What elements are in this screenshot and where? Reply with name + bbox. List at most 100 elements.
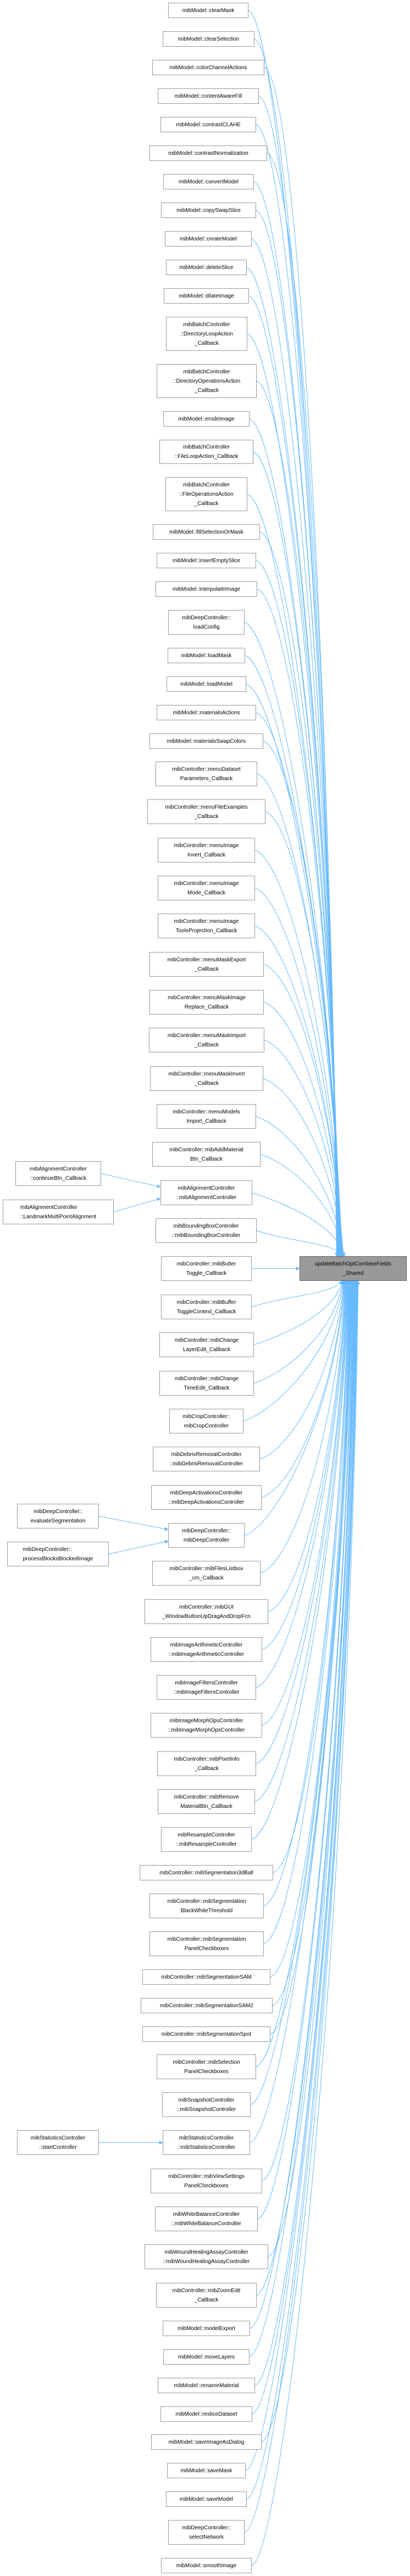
caller-node-mibbatchcontroller-directoryloopaction-callback[interactable]: mibBatchController ::DirectoryLoopAction… xyxy=(166,317,247,351)
caller-node-mibmodel-materialsactions[interactable]: mibModel::materialsActions xyxy=(157,705,256,720)
caller-node-mibboundingboxcontroller-mibboundingboxcontroller[interactable]: mibBoundingBoxController ::mibBoundingBo… xyxy=(156,1218,257,1243)
caller-node-mibmodel-saveimageasdialog[interactable]: mibModel::saveImageAsDialog xyxy=(151,2434,262,2450)
node-label: mibController::menuMaskExport _Callback xyxy=(167,956,246,972)
caller-node-mibstatisticscontroller-startcontroller[interactable]: mibStatisticsController ::startControlle… xyxy=(17,2130,99,2155)
caller-node-mibmodel-renamematerial[interactable]: mibModel::renameMaterial xyxy=(158,2378,255,2393)
caller-node-mibcontroller-menudataset-parameters-callback[interactable]: mibController::menuDataset Parameters_Ca… xyxy=(156,761,257,786)
caller-node-mibcontroller-menumodels-import-callback[interactable]: mibController::menuModels Import_Callbac… xyxy=(157,1104,256,1129)
caller-node-mibmodel-materialsswapcolors[interactable]: mibModel::materialsSwapColors xyxy=(149,733,263,749)
caller-node-mibdeepactivationscontroller-mibdeepactivationscontroller[interactable]: mibDeepActivationsController ::mibDeepAc… xyxy=(151,1485,262,1510)
node-label: mibModel::fillSelectionOrMask xyxy=(169,529,243,535)
caller-node-mibbatchcontroller-directoryoperationsaction-callback[interactable]: mibBatchController ::DirectoryOperations… xyxy=(157,364,257,398)
caller-node-mibmodel-loadmask[interactable]: mibModel::loadMask xyxy=(168,648,245,663)
edge-n74-to-target xyxy=(244,1280,360,2533)
edge-n52-to-target xyxy=(254,1280,350,1802)
caller-node-mibmodel-dilateimage[interactable]: mibModel::dilateImage xyxy=(164,288,249,304)
caller-node-mibcontroller-mibviewsettings-panelcheckboxes[interactable]: mibController::mibViewSettings PanelChec… xyxy=(151,2169,262,2193)
caller-node-mibmodel-interpolateimage[interactable]: mibModel::interpolateImage xyxy=(156,581,257,597)
caller-node-mibmodel-fillselectionormask[interactable]: mibModel::fillSelectionOrMask xyxy=(153,524,260,540)
caller-node-mibmodel-createmodel[interactable]: mibModel::createModel xyxy=(165,231,252,247)
node-label: mibController::menuImage Invert_Callback xyxy=(174,842,239,858)
caller-node-mibmodel-clearmask[interactable]: mibModel::clearMask xyxy=(168,3,248,18)
caller-node-mibcontroller-mibsegmentation-blackwhitethreshold[interactable]: mibController::mibSegmentation BlackWhit… xyxy=(149,1894,264,1918)
caller-node-mibimagefilterscontroller-mibimagefilterscontroller[interactable]: mibImageFiltersController ::mibImageFilt… xyxy=(157,1675,256,1700)
caller-node-mibcontroller-mibaddmaterial-btn-callback[interactable]: mibController::mibAddMaterial Btn_Callba… xyxy=(152,1142,261,1167)
caller-node-mibcontroller-mibsegmentationsam2[interactable]: mibController::mibSegmentationSAM2 xyxy=(141,1998,273,2013)
caller-node-mibalignmentcontroller-continuebtn-callback[interactable]: mibAlignmentController ::continueBtn_Cal… xyxy=(15,1161,101,1186)
caller-node-mibcontroller-mibgui-windowbuttonupdraganddropfcn[interactable]: mibController::mibGUI _WindowButtonUpDra… xyxy=(145,1599,268,1624)
node-label: mibController::mibSegmentationSAM2 xyxy=(159,2002,254,2009)
caller-node-mibcontroller-mibselection-panelcheckboxes[interactable]: mibController::mibSelection PanelCheckbo… xyxy=(157,2054,256,2079)
caller-node-mibwhitebalancecontroller-mibwhitebalancecontroller[interactable]: mibWhiteBalanceController ::mibWhiteBala… xyxy=(155,2207,258,2231)
caller-node-mibcontroller-mibfileslistbox-cm-callback[interactable]: mibController::mibFilesListbox _cm_Callb… xyxy=(152,1561,261,1586)
caller-node-mibcontroller-mibsegmentation-panelcheckboxes[interactable]: mibController::mibSegmentation PanelChec… xyxy=(149,1931,264,1956)
caller-node-mibmodel-modelexport[interactable]: mibModel::modelExport xyxy=(163,2321,250,2336)
node-label: mibController::mibFilesListbox _cm_Callb… xyxy=(169,1565,243,1581)
caller-node-mibmodel-contrastclahe[interactable]: mibModel::contrastCLAHE xyxy=(160,117,256,132)
node-label: mibStatisticsController ::mibStatisticsC… xyxy=(177,2135,236,2151)
caller-node-mibresamplecontroller-mibresamplecontroller[interactable]: mibResampleController ::mibResampleContr… xyxy=(161,1827,252,1852)
caller-node-mibmodel-deleteslice[interactable]: mibModel::deleteSlice xyxy=(166,260,247,275)
caller-node-mibsnapshotcontroller-mibsnapshotcontroller[interactable]: mibSnapshotController ::mibSnapshotContr… xyxy=(162,2092,251,2117)
caller-node-mibalignmentcontroller-mibalignmentcontroller[interactable]: mibAlignmentController ::mibAlignmentCon… xyxy=(160,1180,252,1205)
node-label: mibWoundHealingAssayController ::mibWoun… xyxy=(163,2249,250,2265)
caller-node-mibmodel-savemask[interactable]: mibModel::saveMask xyxy=(167,2463,246,2478)
caller-node-mibcontroller-menumaskexport-callback[interactable]: mibController::menuMaskExport _Callback xyxy=(149,952,264,977)
caller-node-mibcontroller-mibremove-materialbtn-callback[interactable]: mibController::mibRemove MaterialBtn_Cal… xyxy=(158,1789,255,1814)
caller-node-mibcontroller-mibchange-timeedit-callback[interactable]: mibController::mibChange TimeEdit_Callba… xyxy=(159,1371,254,1396)
caller-node-mibmodel-savemodel[interactable]: mibModel::saveModel xyxy=(166,2491,247,2507)
caller-node-mibcontroller-menumaskimport-callback[interactable]: mibController::menuMaskImport _Callback xyxy=(149,1028,264,1052)
caller-node-mibcontroller-menuimage-invert-callback[interactable]: mibController::menuImage Invert_Callback xyxy=(158,838,255,863)
caller-node-mibcontroller-menumaskinvert-callback[interactable]: mibController::menuMaskInvert _Callback xyxy=(150,1066,263,1091)
caller-node-mibimagearithmeticcontroller-mibimagearithmeticcontroller[interactable]: mibImageArithmeticController ::mibImageA… xyxy=(151,1637,262,1662)
caller-node-mibdeepcontroller-processblocksblockedimage[interactable]: mibDeepController:: processBlocksBlocked… xyxy=(7,1542,109,1566)
caller-node-mibdeepcontroller-evaluatesegmentation[interactable]: mibDeepController:: evaluateSegmentation xyxy=(17,1504,99,1528)
node-label: mibDebrisRemovalController ::mibDebrisRe… xyxy=(169,1451,243,1467)
caller-node-mibwoundhealingassaycontroller-mibwoundhealingassaycontroller[interactable]: mibWoundHealingAssayController ::mibWoun… xyxy=(145,2244,268,2269)
caller-node-mibcontroller-menuimage-toolsprojection-callback[interactable]: mibController::menuImage ToolsProjection… xyxy=(158,914,255,938)
caller-node-mibmodel-convertmodel[interactable]: mibModel::convertModel xyxy=(163,174,254,189)
caller-node-mibmodel-colorchannelactions[interactable]: mibModel::colorChannelActions xyxy=(152,60,264,75)
caller-node-mibmodel-smoothimage[interactable]: mibModel::smoothImage xyxy=(161,2558,252,2573)
caller-node-mibimagemorphopscontroller-mibimagemorphopscontroller[interactable]: mibImageMorphOpsController ::mibImageMor… xyxy=(151,1713,262,1738)
caller-node-mibmodel-contentawarefill[interactable]: mibModel::contentAwareFill xyxy=(158,88,259,104)
caller-node-mibmodel-loadmodel[interactable]: mibModel::loadModel xyxy=(167,676,246,692)
caller-node-mibdeepcontroller-selectnetwork[interactable]: mibDeepController:: selectNetwork xyxy=(168,2520,245,2545)
node-label: mibModel::deleteSlice xyxy=(179,264,234,271)
caller-node-mibcontroller-mibchange-layeredit-callback[interactable]: mibController::mibChange LayerEdit_Callb… xyxy=(159,1332,254,1357)
caller-node-mibcontroller-menumaskimage-replace-callback[interactable]: mibController::menuMaskImage Replace_Cal… xyxy=(149,990,264,1015)
caller-node-mibmodel-contrastnormalization[interactable]: mibModel::contrastNormalization xyxy=(149,145,267,161)
node-label: mibBoundingBoxController ::mibBoundingBo… xyxy=(171,1223,241,1239)
edge-n45-to-target xyxy=(244,1280,347,1536)
caller-node-mibmodel-insertemptyslice[interactable]: mibModel::insertEmptySlice xyxy=(157,553,256,568)
caller-node-mibmodel-copyswapslice[interactable]: mibModel::copySwapSlice xyxy=(161,203,256,218)
caller-node-mibcontroller-mibbuffer-togglecontext-callback[interactable]: mibController::mibBuffer ToggleContext_C… xyxy=(161,1295,252,1319)
caller-node-mibbatchcontroller-fileoperationsaction-callback[interactable]: mibBatchController ::FileOperationsActio… xyxy=(165,477,247,511)
caller-node-mibcontroller-mibsegmentationspot[interactable]: mibController::mibSegmentationSpot xyxy=(142,2026,270,2042)
caller-node-mibstatisticscontroller-mibstatisticscontroller[interactable]: mibStatisticsController ::mibStatisticsC… xyxy=(163,2130,250,2155)
caller-node-mibdeepcontroller-mibdeepcontroller[interactable]: mibDeepController:: mibDeepController xyxy=(168,1523,245,1548)
caller-node-mibbatchcontroller-fileloopaction-callback[interactable]: mibBatchController ::FileLoopAction_Call… xyxy=(159,440,253,464)
node-label: mibController::menuDataset Parameters_Ca… xyxy=(172,766,241,782)
caller-node-mibcontroller-menuimage-mode-callback[interactable]: mibController::menuImage Mode_Callback xyxy=(158,876,255,900)
edge-n26-to-target xyxy=(265,811,344,1257)
caller-node-mibcropcontroller-mibcropcontroller[interactable]: mibCropController:: mibCropController xyxy=(169,1409,243,1433)
node-label: mibController::menuFileExamples _Callbac… xyxy=(165,804,248,820)
caller-node-mibcontroller-mibzoomedit-callback[interactable]: mibController::mibZoomEdit _Callback xyxy=(156,2283,257,2308)
caller-node-mibcontroller-mibbutter-toggle-callback[interactable]: mibController::mibButter Toggle_Callback xyxy=(161,1256,252,1281)
caller-node-mibdebrisremovalcontroller-mibdebrisremovalcontroller[interactable]: mibDebrisRemovalController ::mibDebrisRe… xyxy=(153,1447,260,1471)
caller-node-mibmodel-reslicedataset[interactable]: mibModel::resliceDataset xyxy=(160,2406,252,2422)
caller-node-mibcontroller-mibsegmentation3dball[interactable]: mibController::mibSegmentation3dBall xyxy=(140,1865,273,1880)
node-label: mibModel::modelExport xyxy=(177,2325,236,2332)
caller-node-mibcontroller-mibsegmentationsam[interactable]: mibController::mibSegmentationSAM xyxy=(142,1969,270,1985)
caller-node-mibdeepcontroller-loadconfig[interactable]: mibDeepController:: loadConfig xyxy=(168,610,245,635)
caller-node-mibcontroller-mibpixelinfo-callback[interactable]: mibController::mibPixelInfo _Callback xyxy=(157,1751,256,1776)
edge-n63-to-target xyxy=(262,1280,355,2181)
caller-node-mibmodel-clearselection[interactable]: mibModel::clearSelection xyxy=(163,31,254,47)
caller-node-mibmodel-erodeimage[interactable]: mibModel::erodeImage xyxy=(163,411,250,427)
caller-node-mibmodel-movelayers[interactable]: mibModel::moveLayers xyxy=(163,2349,250,2365)
edge-n41-to-target xyxy=(253,1280,345,1384)
caller-node-mibcontroller-menufileexamples-callback[interactable]: mibController::menuFileExamples _Callbac… xyxy=(147,799,265,824)
caller-node-mibalignmentcontroller-landmarkmultipointalignment[interactable]: mibAlignmentController ::LandmarkMultiPo… xyxy=(3,1200,114,1224)
